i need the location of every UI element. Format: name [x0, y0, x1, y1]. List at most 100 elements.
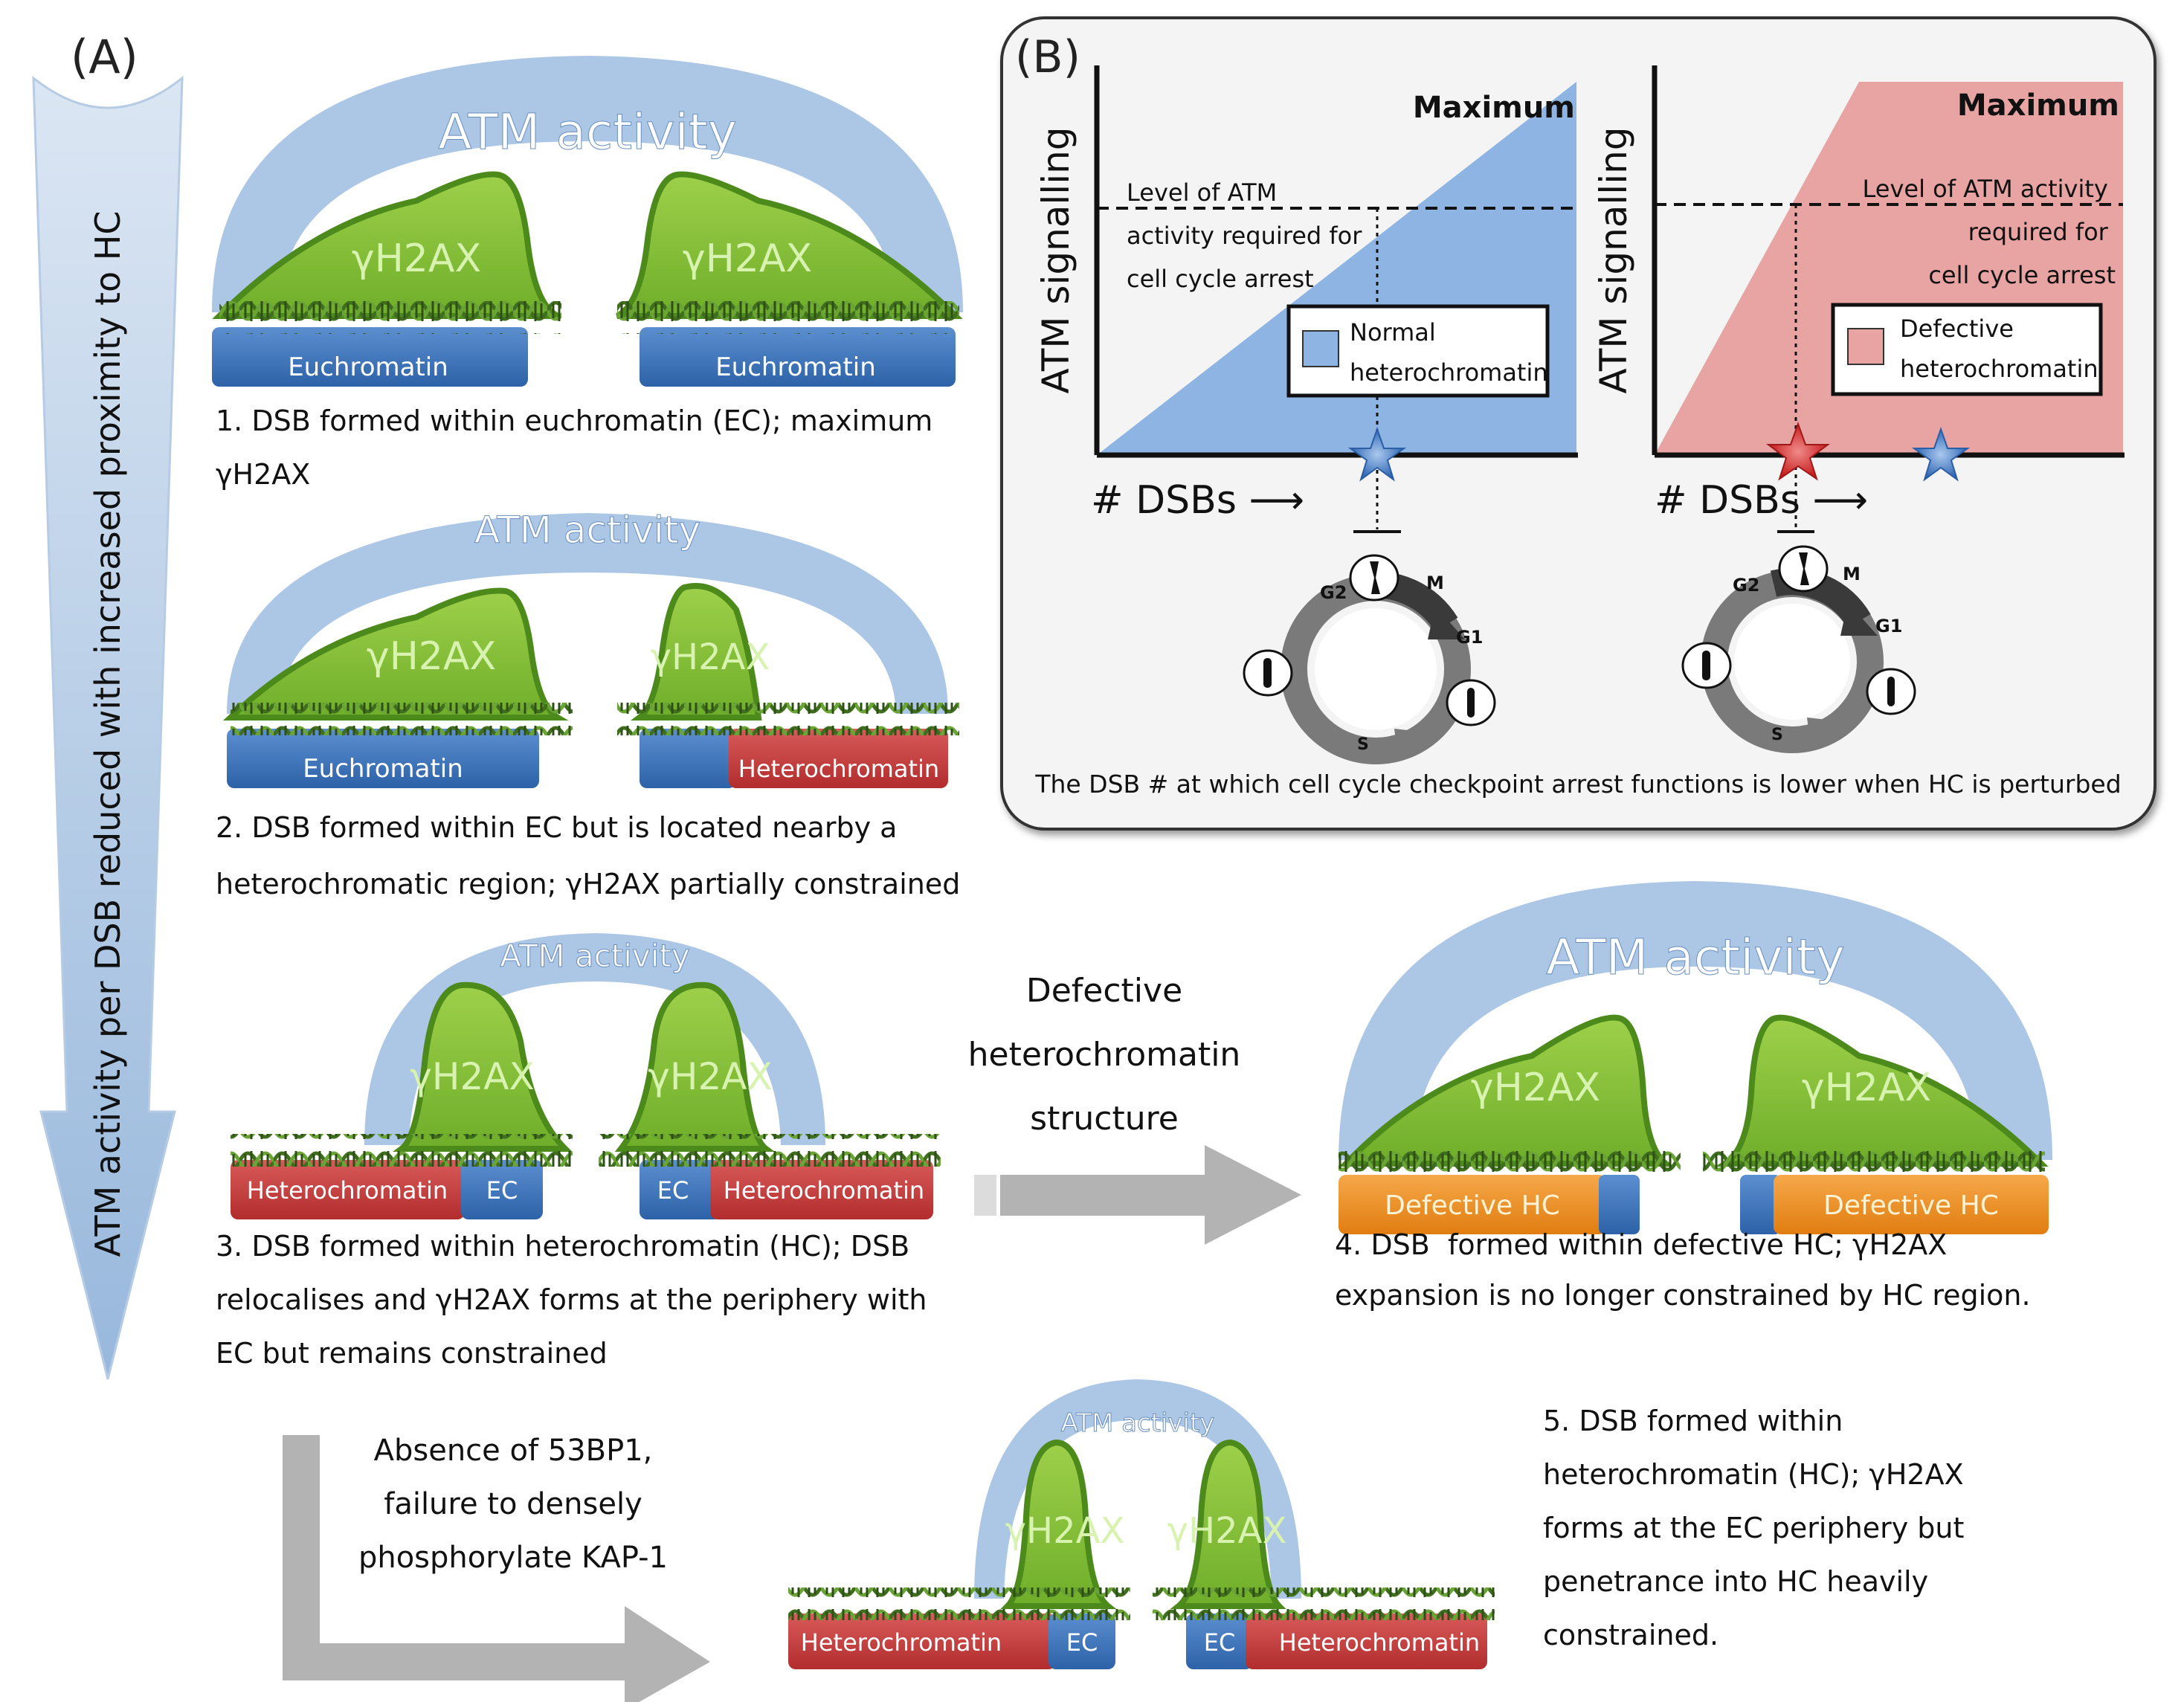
- dna-strand: [231, 1134, 573, 1167]
- euchromatin-bar: [640, 729, 736, 788]
- gamma-h2ax-region: [1170, 1439, 1286, 1609]
- heterochromatin-bar: [729, 729, 948, 788]
- heterochromatin-label: Heterochromatin: [724, 1176, 924, 1205]
- phase-label-g1: G1: [1456, 627, 1483, 648]
- defective-hc-bar: [1774, 1175, 2049, 1234]
- legend-label: Defective heterochromatin: [1900, 315, 2098, 383]
- atm-activity-label: ATM activity: [438, 103, 737, 161]
- defective-hc-transition-arrow: [974, 1145, 1301, 1245]
- ec-bar: [1740, 1175, 1781, 1234]
- gamma-h2ax-label: γH2AX: [410, 1055, 534, 1098]
- scenario-5-diagram: ATM activity γH2AX γH2AX Heterochromatin…: [788, 1379, 1495, 1669]
- caption-scenario-2: 2. DSB formed within EC but is located n…: [216, 811, 961, 900]
- graph-normal-heterochromatin: ATM signalling Maximum # DSBs ⟶ Level of…: [1034, 65, 1578, 533]
- dna-strand: [788, 1587, 1130, 1620]
- scenario-3-diagram: ATM activity γH2AX γH2AX Heterochromatin…: [231, 933, 941, 1219]
- phase-label-g2: G2: [1733, 575, 1759, 596]
- dna-strand: [617, 301, 959, 334]
- dna-strand: [1339, 1149, 1681, 1182]
- defective-hc-label: Defective HC: [1823, 1190, 1999, 1221]
- panel-b-footer: The DSB # at which cell cycle checkpoint…: [1035, 770, 2122, 799]
- heterochromatin-bar: [1246, 1614, 1487, 1669]
- legend-line-1: Defective: [1900, 315, 2014, 343]
- heterochromatin-label: Heterochromatin: [801, 1628, 1002, 1657]
- ec-bar: [461, 1160, 543, 1219]
- euchromatin-bar: [227, 729, 539, 788]
- atm-activity-arc: [227, 513, 948, 714]
- caption-scenario-4: 4. DSB formed within defective HC; γH2AX…: [1335, 1228, 2031, 1312]
- scenario-1-diagram: ATM activity γH2AX γH2AX Euchromatin Euc…: [212, 56, 963, 387]
- heterochromatin-bar: [710, 1160, 933, 1219]
- legend-swatch-defective: [1847, 328, 1884, 365]
- gamma-h2ax-region: [223, 587, 569, 721]
- scenario-2-diagram: ATM activity γH2AX γH2AX Euchromatin Het…: [223, 509, 959, 788]
- gamma-h2ax-region: [1715, 1014, 2049, 1167]
- proximity-gradient-arrow: [32, 75, 184, 1380]
- x-axis-label: # DSBs ⟶: [1091, 478, 1304, 523]
- dna-strand: [231, 703, 573, 735]
- gamma-h2ax-label: γH2AX: [1802, 1066, 1931, 1110]
- euchromatin-bar: [212, 327, 528, 387]
- heterochromatin-bar: [231, 1160, 465, 1219]
- heterochromatin-bar: [788, 1614, 1056, 1669]
- euchromatin-label: Euchromatin: [715, 352, 876, 382]
- absence-53bp1-transition-arrow: [283, 1435, 710, 1702]
- x-axis-label: # DSBs ⟶: [1655, 478, 1868, 523]
- heterochromatin-label: Heterochromatin: [1279, 1628, 1480, 1657]
- phase-label-m: M: [1426, 573, 1444, 593]
- maximum-label: Maximum: [1957, 88, 2119, 123]
- atm-activity-label: ATM activity: [1061, 1408, 1215, 1438]
- threshold-line-2: activity required for: [1127, 222, 1362, 250]
- panel-b-graphs: ATM signalling Maximum # DSBs ⟶ Level of…: [1034, 65, 2125, 764]
- dsb-threshold-star: [1347, 426, 1407, 482]
- y-axis-label: ATM signalling: [1592, 126, 1635, 393]
- graph-defective-heterochromatin: ATM signalling Maximum # DSBs ⟶ Level of…: [1592, 65, 2125, 533]
- dna-strand: [219, 301, 561, 334]
- caption-scenario-1: 1. DSB formed within euchromatin (EC); m…: [216, 404, 933, 491]
- gamma-h2ax-region: [614, 981, 775, 1152]
- phase-label-g1: G1: [1875, 616, 1902, 636]
- ec-bar: [1186, 1614, 1253, 1669]
- gamma-h2ax-region: [615, 171, 963, 319]
- gamma-h2ax-region: [1339, 1014, 1675, 1167]
- threshold-line-2: required for: [1968, 218, 2109, 246]
- heterochromatin-label: Heterochromatin: [247, 1176, 448, 1205]
- ec-bar: [1048, 1614, 1115, 1669]
- phase-label-s: S: [1357, 735, 1369, 754]
- caption-scenario-3: 3. DSB formed within heterochromatin (HC…: [216, 1230, 927, 1370]
- cell-cycle-normal: G2 M G1 S: [1243, 554, 1496, 764]
- ec-label: EC: [657, 1176, 689, 1205]
- gamma-h2ax-region: [212, 171, 560, 319]
- phase-label-s: S: [1771, 726, 1783, 744]
- panel-b-label: (B): [1015, 31, 1080, 83]
- defective-structure-arrow-text: Defective heterochromatin structure: [967, 972, 1241, 1138]
- atm-activity-arc: [974, 1379, 1301, 1599]
- legend-line-2: heterochromatin: [1350, 358, 1548, 387]
- legend-line-1: Normal: [1350, 318, 1436, 346]
- y-axis-label: ATM signalling: [1034, 126, 1077, 393]
- threshold-line-3: cell cycle arrest: [1127, 265, 1314, 293]
- dsb-threshold-star: [1911, 426, 1971, 482]
- maximum-label: Maximum: [1413, 91, 1575, 125]
- cell-cycle-defective: G2 M G1 S: [1681, 545, 1916, 753]
- atm-activity-arc: [212, 56, 963, 312]
- legend-label: Normal heterochromatin: [1350, 318, 1548, 387]
- threshold-line-3: cell cycle arrest: [1928, 261, 2116, 289]
- atm-activity-label: ATM activity: [1546, 929, 1845, 986]
- dna-strand: [1153, 1587, 1495, 1620]
- phase-label-m: M: [1843, 564, 1861, 584]
- gamma-h2ax-region: [1000, 1439, 1117, 1609]
- gamma-h2ax-label: γH2AX: [651, 636, 770, 678]
- dna-strand: [599, 1134, 941, 1167]
- atm-activity-label: ATM activity: [500, 938, 690, 974]
- defective-hc-label: Defective HC: [1385, 1190, 1560, 1221]
- legend-line-2: heterochromatin: [1900, 355, 2098, 383]
- ec-label: EC: [1204, 1628, 1236, 1657]
- gamma-h2ax-label: γH2AX: [1167, 1510, 1287, 1552]
- gamma-h2ax-label: γH2AX: [367, 634, 496, 679]
- threshold-line-1: Level of ATM activity: [1862, 175, 2107, 203]
- heterochromatin-label: Heterochromatin: [738, 755, 939, 783]
- scenario-4-diagram: ATM activity γH2AX γH2AX Defective HC De…: [1339, 881, 2052, 1234]
- atm-activity-arc: [1339, 881, 2052, 1160]
